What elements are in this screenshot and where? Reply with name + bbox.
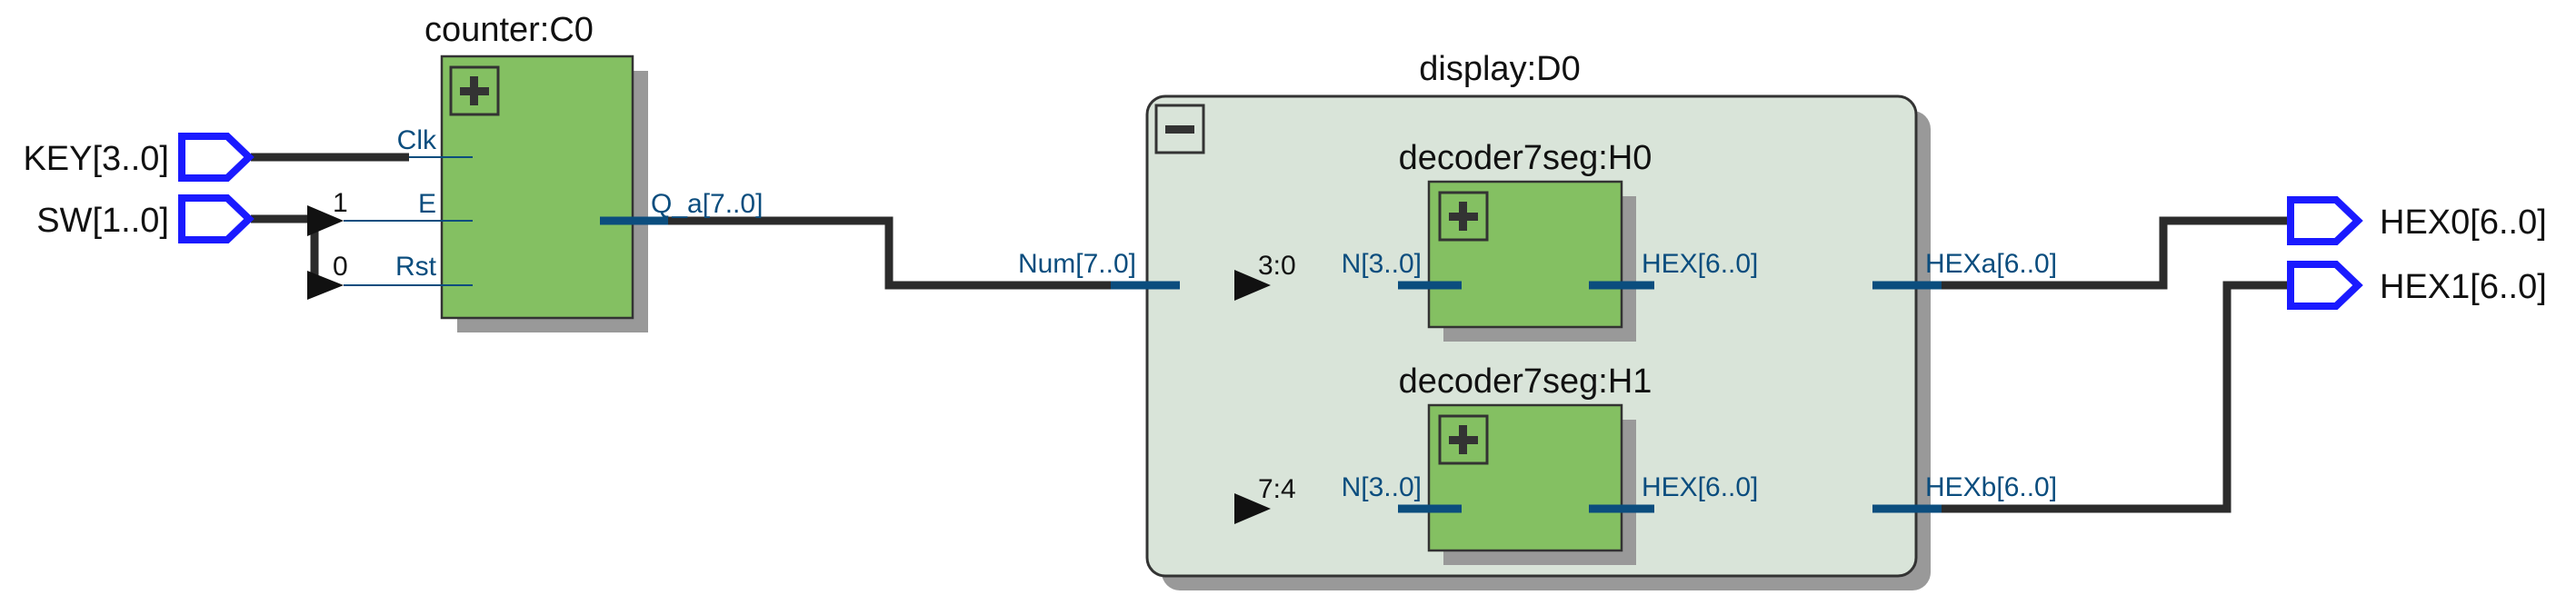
decoder-h0-title: decoder7seg:H0 xyxy=(1399,139,1652,177)
output-pin-hex1[interactable]: HEX1[6..0] xyxy=(2287,261,2547,310)
split-arrow-low xyxy=(1234,270,1271,301)
decoder-h1-expand-frame xyxy=(1438,414,1489,465)
output-pin-hex0-label: HEX0[6..0] xyxy=(2380,203,2547,242)
wire-q-num xyxy=(600,216,1254,290)
port-e-label: E xyxy=(418,189,436,219)
port-q-label: Q_a[7..0] xyxy=(651,189,763,219)
decoder-h1-expand-icon-v xyxy=(1459,425,1467,454)
display-collapse-icon xyxy=(1165,125,1194,134)
decoder-h0-body xyxy=(1427,180,1623,329)
split-arrow-e xyxy=(307,205,344,236)
input-pin-sw[interactable]: SW[1..0] xyxy=(36,194,255,243)
counter-body xyxy=(440,55,634,320)
input-pin-key-label: KEY[3..0] xyxy=(23,140,169,178)
input-pin-key-icon xyxy=(178,133,255,182)
decoder-h1-expand-button[interactable] xyxy=(1438,414,1489,465)
bit-label-rst: 0 xyxy=(333,252,348,282)
counter-expand-frame xyxy=(449,65,500,116)
counter-block[interactable]: counter:C0 Clk E Rst Q_a[7..0] xyxy=(344,11,763,332)
input-pin-sw-icon xyxy=(178,194,255,243)
port-rst-label: Rst xyxy=(395,252,437,282)
decoder-h1-body xyxy=(1427,403,1623,552)
counter-title: counter:C0 xyxy=(424,11,594,49)
display-collapse-frame xyxy=(1154,104,1205,154)
decoder-h0-expand-frame xyxy=(1438,191,1489,242)
decoder-h0-expand-button[interactable] xyxy=(1438,191,1489,242)
counter-expand-icon-v xyxy=(470,76,478,105)
decoder-h1-title: decoder7seg:H1 xyxy=(1399,362,1652,401)
decoder-h0-out-label: HEX[6..0] xyxy=(1642,249,1758,279)
decoder-h0-in-label: N[3..0] xyxy=(1342,249,1422,279)
split-label-low: 3:0 xyxy=(1258,251,1296,281)
decoder-h0-expand-icon-v xyxy=(1459,202,1467,231)
input-pin-sw-label: SW[1..0] xyxy=(36,202,169,240)
display-block[interactable]: display:D0 Num[7..0] 3:0 7:4 HEXa[6..0] … xyxy=(1018,50,2057,590)
output-pin-hex1-label: HEX1[6..0] xyxy=(2380,268,2547,306)
display-title: display:D0 xyxy=(1419,50,1580,88)
input-pin-key[interactable]: KEY[3..0] xyxy=(23,133,255,182)
output-pin-hex0[interactable]: HEX0[6..0] xyxy=(2287,196,2547,245)
split-arrow-rst xyxy=(307,271,344,300)
decoder-h1-block[interactable]: decoder7seg:H1 N[3..0] HEX[6..0] xyxy=(1342,362,1759,565)
output-pin-hex0-icon xyxy=(2287,196,2363,245)
split-label-high: 7:4 xyxy=(1258,474,1296,504)
port-clk-label: Clk xyxy=(397,125,437,155)
display-collapse-button[interactable] xyxy=(1154,104,1205,154)
counter-expand-button[interactable] xyxy=(449,65,500,116)
hexb-port-label: HEXb[6..0] xyxy=(1925,472,2057,502)
num-port-label: Num[7..0] xyxy=(1018,249,1136,279)
decoder-h0-block[interactable]: decoder7seg:H0 N[3..0] HEX[6..0] xyxy=(1342,139,1759,342)
decoder-h1-in-label: N[3..0] xyxy=(1342,472,1422,502)
hexa-port-label: HEXa[6..0] xyxy=(1925,249,2057,279)
bit-label-e: 1 xyxy=(333,188,348,218)
split-arrow-high xyxy=(1234,493,1271,524)
output-pin-hex1-icon xyxy=(2287,261,2363,310)
decoder-h1-out-label: HEX[6..0] xyxy=(1642,472,1758,502)
